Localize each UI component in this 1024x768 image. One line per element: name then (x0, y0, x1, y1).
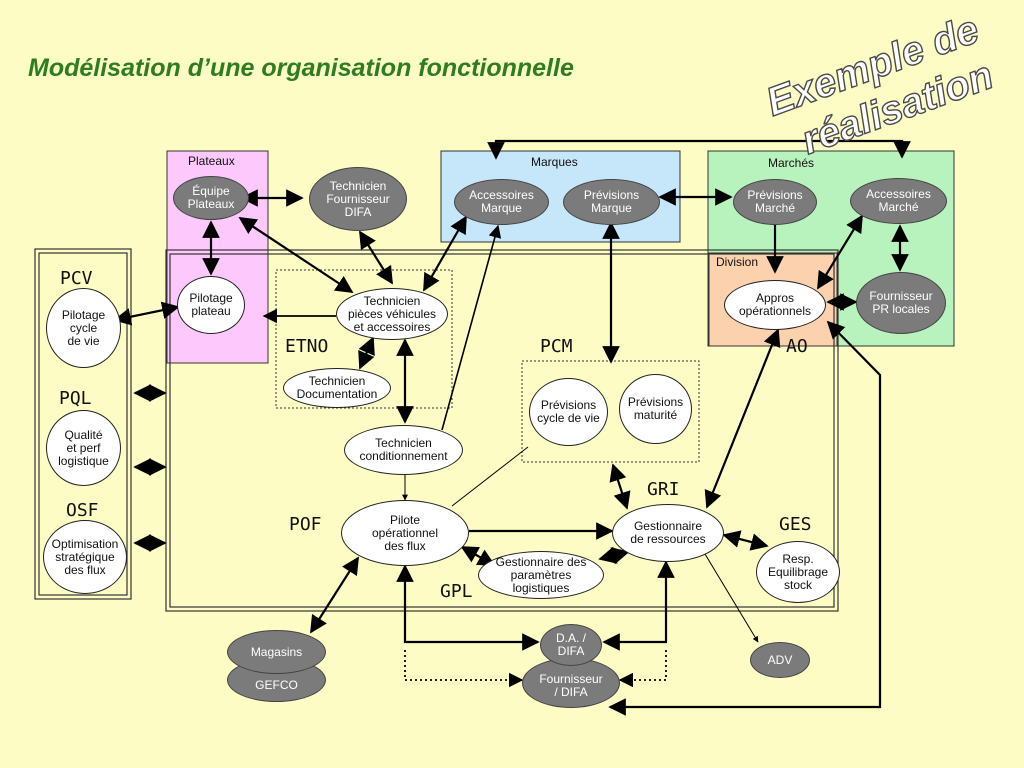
gestionnaire-parametres-node: Gestionnaire des paramètres logistiques (478, 551, 604, 599)
gri-label: GRI (647, 479, 680, 500)
technicien-conditionnement-node: Technicien conditionnement (344, 425, 463, 475)
technicien-documentation-node: Technicien Documentation (283, 368, 391, 408)
technicien-pieces-node: Technicien pièces véhicules et accessoir… (336, 288, 448, 340)
equipe-plateaux-node: Équipe Plateaux (173, 176, 249, 220)
marques-region-label: Marques (531, 155, 578, 169)
ges-label: GES (779, 514, 812, 535)
marches-region-label: Marchés (768, 156, 815, 170)
appros-operationnels-node: Appros opérationnels (724, 280, 826, 330)
fournisseur-pr-locales-node: Fournisseur PR locales (856, 272, 946, 334)
da-difa-node: D.A. / DIFA (540, 624, 602, 666)
adv-node: ADV (750, 642, 810, 678)
previsions-maturite-node: Prévisions maturité (619, 374, 692, 444)
magasins-node: Magasins (227, 630, 326, 674)
page-title: Modélisation d’une organisation fonction… (28, 54, 574, 82)
previsions-cycle-de-vie-node: Prévisions cycle de vie (529, 378, 608, 446)
osf-label: OSF (66, 500, 99, 521)
pilotage-cycle-de-vie-node: Pilotage cycle de vie (46, 288, 121, 368)
fournisseur-difa-node: Fournisseur / DIFA (522, 658, 620, 708)
pilote-operationnel-node: Pilote opérationnel des flux (341, 500, 469, 566)
gestionnaire-ressources-node: Gestionnaire de ressources (612, 504, 724, 562)
pof-label: POF (289, 514, 322, 535)
pilotage-frame-outer (34, 248, 132, 600)
pql-label: PQL (59, 388, 92, 409)
optimisation-strategique-node: Optimisation stratégique des flux (43, 520, 127, 594)
previsions-marche-node: Prévisions Marché (733, 179, 817, 225)
accessoires-marche-node: Accessoires Marché (850, 178, 947, 224)
gpl-label: GPL (440, 581, 473, 602)
technicien-fournisseur-difa-node: Technicien Fournisseur DIFA (309, 167, 407, 231)
pcv-label: PCV (60, 268, 93, 289)
etno-label: ETNO (285, 336, 329, 357)
pilotage-plateau-node: Pilotage plateau (177, 276, 245, 334)
resp-equilibrage-stock-node: Resp. Equilibrage stock (756, 541, 840, 603)
accessoires-marque-node: Accessoires Marque (454, 179, 549, 225)
exemple-de-realisation-watermark: Exemple de réalisation (760, 10, 1000, 160)
previsions-marque-node: Prévisions Marque (563, 179, 660, 225)
ao-label: AO (786, 336, 808, 357)
pilotage-frame-inner (38, 252, 128, 596)
pcm-label: PCM (540, 336, 573, 357)
division-region-label: Division (716, 255, 759, 269)
qualite-perf-logistique-node: Qualité et perf logistique (46, 410, 121, 486)
plateaux-region-label: Plateaux (188, 154, 235, 168)
